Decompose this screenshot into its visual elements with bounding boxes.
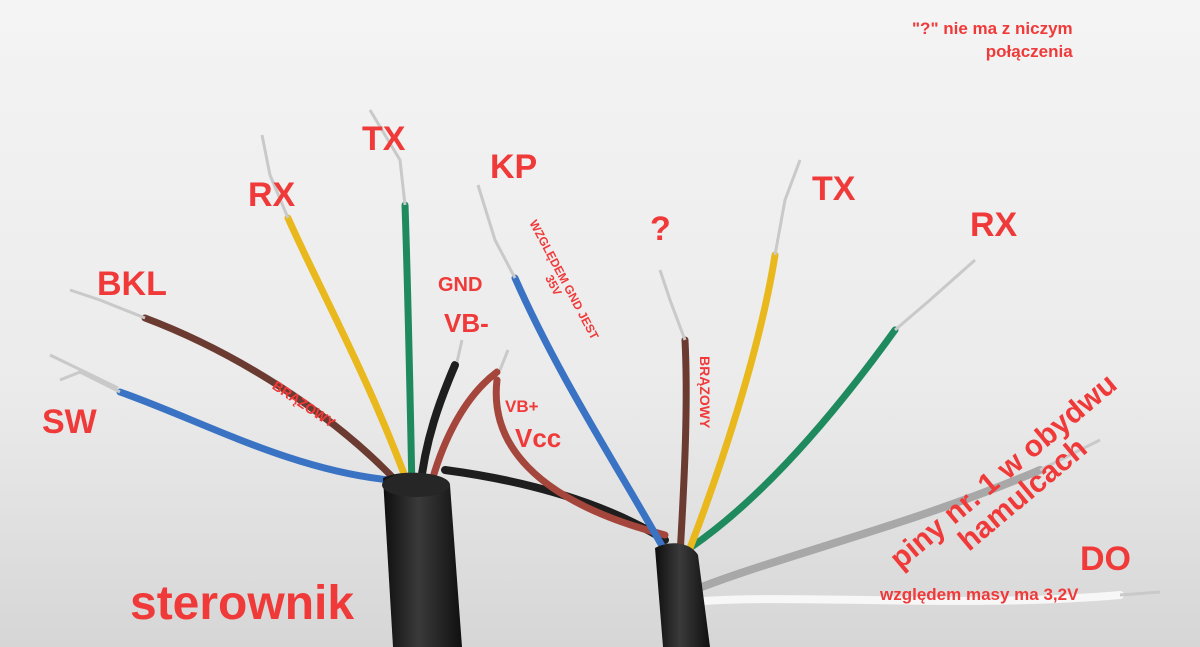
left-jacket-end: [382, 473, 450, 497]
wire-blue-kp: [511, 274, 674, 564]
conductor-gnd: [455, 339, 464, 363]
left-conductor-ends: [49, 109, 517, 394]
conductor-vb: [498, 349, 510, 371]
label-kp: KP: [490, 148, 538, 186]
conductor-tx: [368, 109, 407, 206]
wire-green-tx: [401, 201, 416, 494]
wire-white-do: [661, 591, 1124, 609]
label-do: DO: [1080, 540, 1131, 578]
note-label: "?" nie ma z niczym połączenia: [912, 19, 1073, 61]
conductor-rx: [260, 134, 290, 219]
label-vcc: Vcc: [515, 423, 562, 453]
label-tx-left: TX: [362, 120, 406, 158]
conductor-bkl: [69, 288, 146, 320]
label-rx-left: RX: [248, 176, 296, 214]
conductor-unknown: [658, 269, 687, 341]
label-vb-plus: VB+: [505, 397, 539, 416]
conductor-sw: [49, 353, 121, 394]
label-do-note: względem masy ma 3,2V: [880, 585, 1079, 604]
wire-brown-unknown: [676, 336, 690, 559]
left-cable-wires: [116, 201, 674, 564]
wire-red-long: [492, 376, 669, 539]
label-brown-right: BRĄZOWY: [697, 356, 713, 429]
wire-green-rx: [686, 326, 899, 552]
right-conductor-ends: [658, 159, 1161, 597]
conductor-pin1: [1039, 438, 1101, 472]
conductor-rx-right: [894, 258, 976, 332]
label-sw: SW: [42, 403, 97, 441]
conductor-do: [1119, 590, 1161, 597]
label-vb-minus: VB-: [444, 308, 489, 338]
label-unknown: ?: [650, 210, 671, 248]
wire-brown-bkl: [141, 314, 404, 489]
wire-yellow-tx: [686, 251, 779, 552]
label-bkl: BKL: [97, 265, 167, 303]
label-tx-right: TX: [812, 170, 856, 208]
label-gnd: GND: [438, 274, 483, 296]
right-cable-wires: [661, 251, 1124, 609]
wire-blue-sw: [116, 388, 394, 484]
wire-yellow-rx: [284, 214, 414, 494]
wire-gray-pin1: [666, 466, 1044, 604]
right-cable-jacket: [655, 543, 710, 647]
conductor-kp: [476, 184, 517, 279]
left-cable-jacket: [383, 472, 462, 647]
conductor-tx-right: [773, 159, 802, 256]
label-sterownik: sterownik: [130, 577, 355, 630]
label-rx-right: RX: [970, 206, 1018, 244]
